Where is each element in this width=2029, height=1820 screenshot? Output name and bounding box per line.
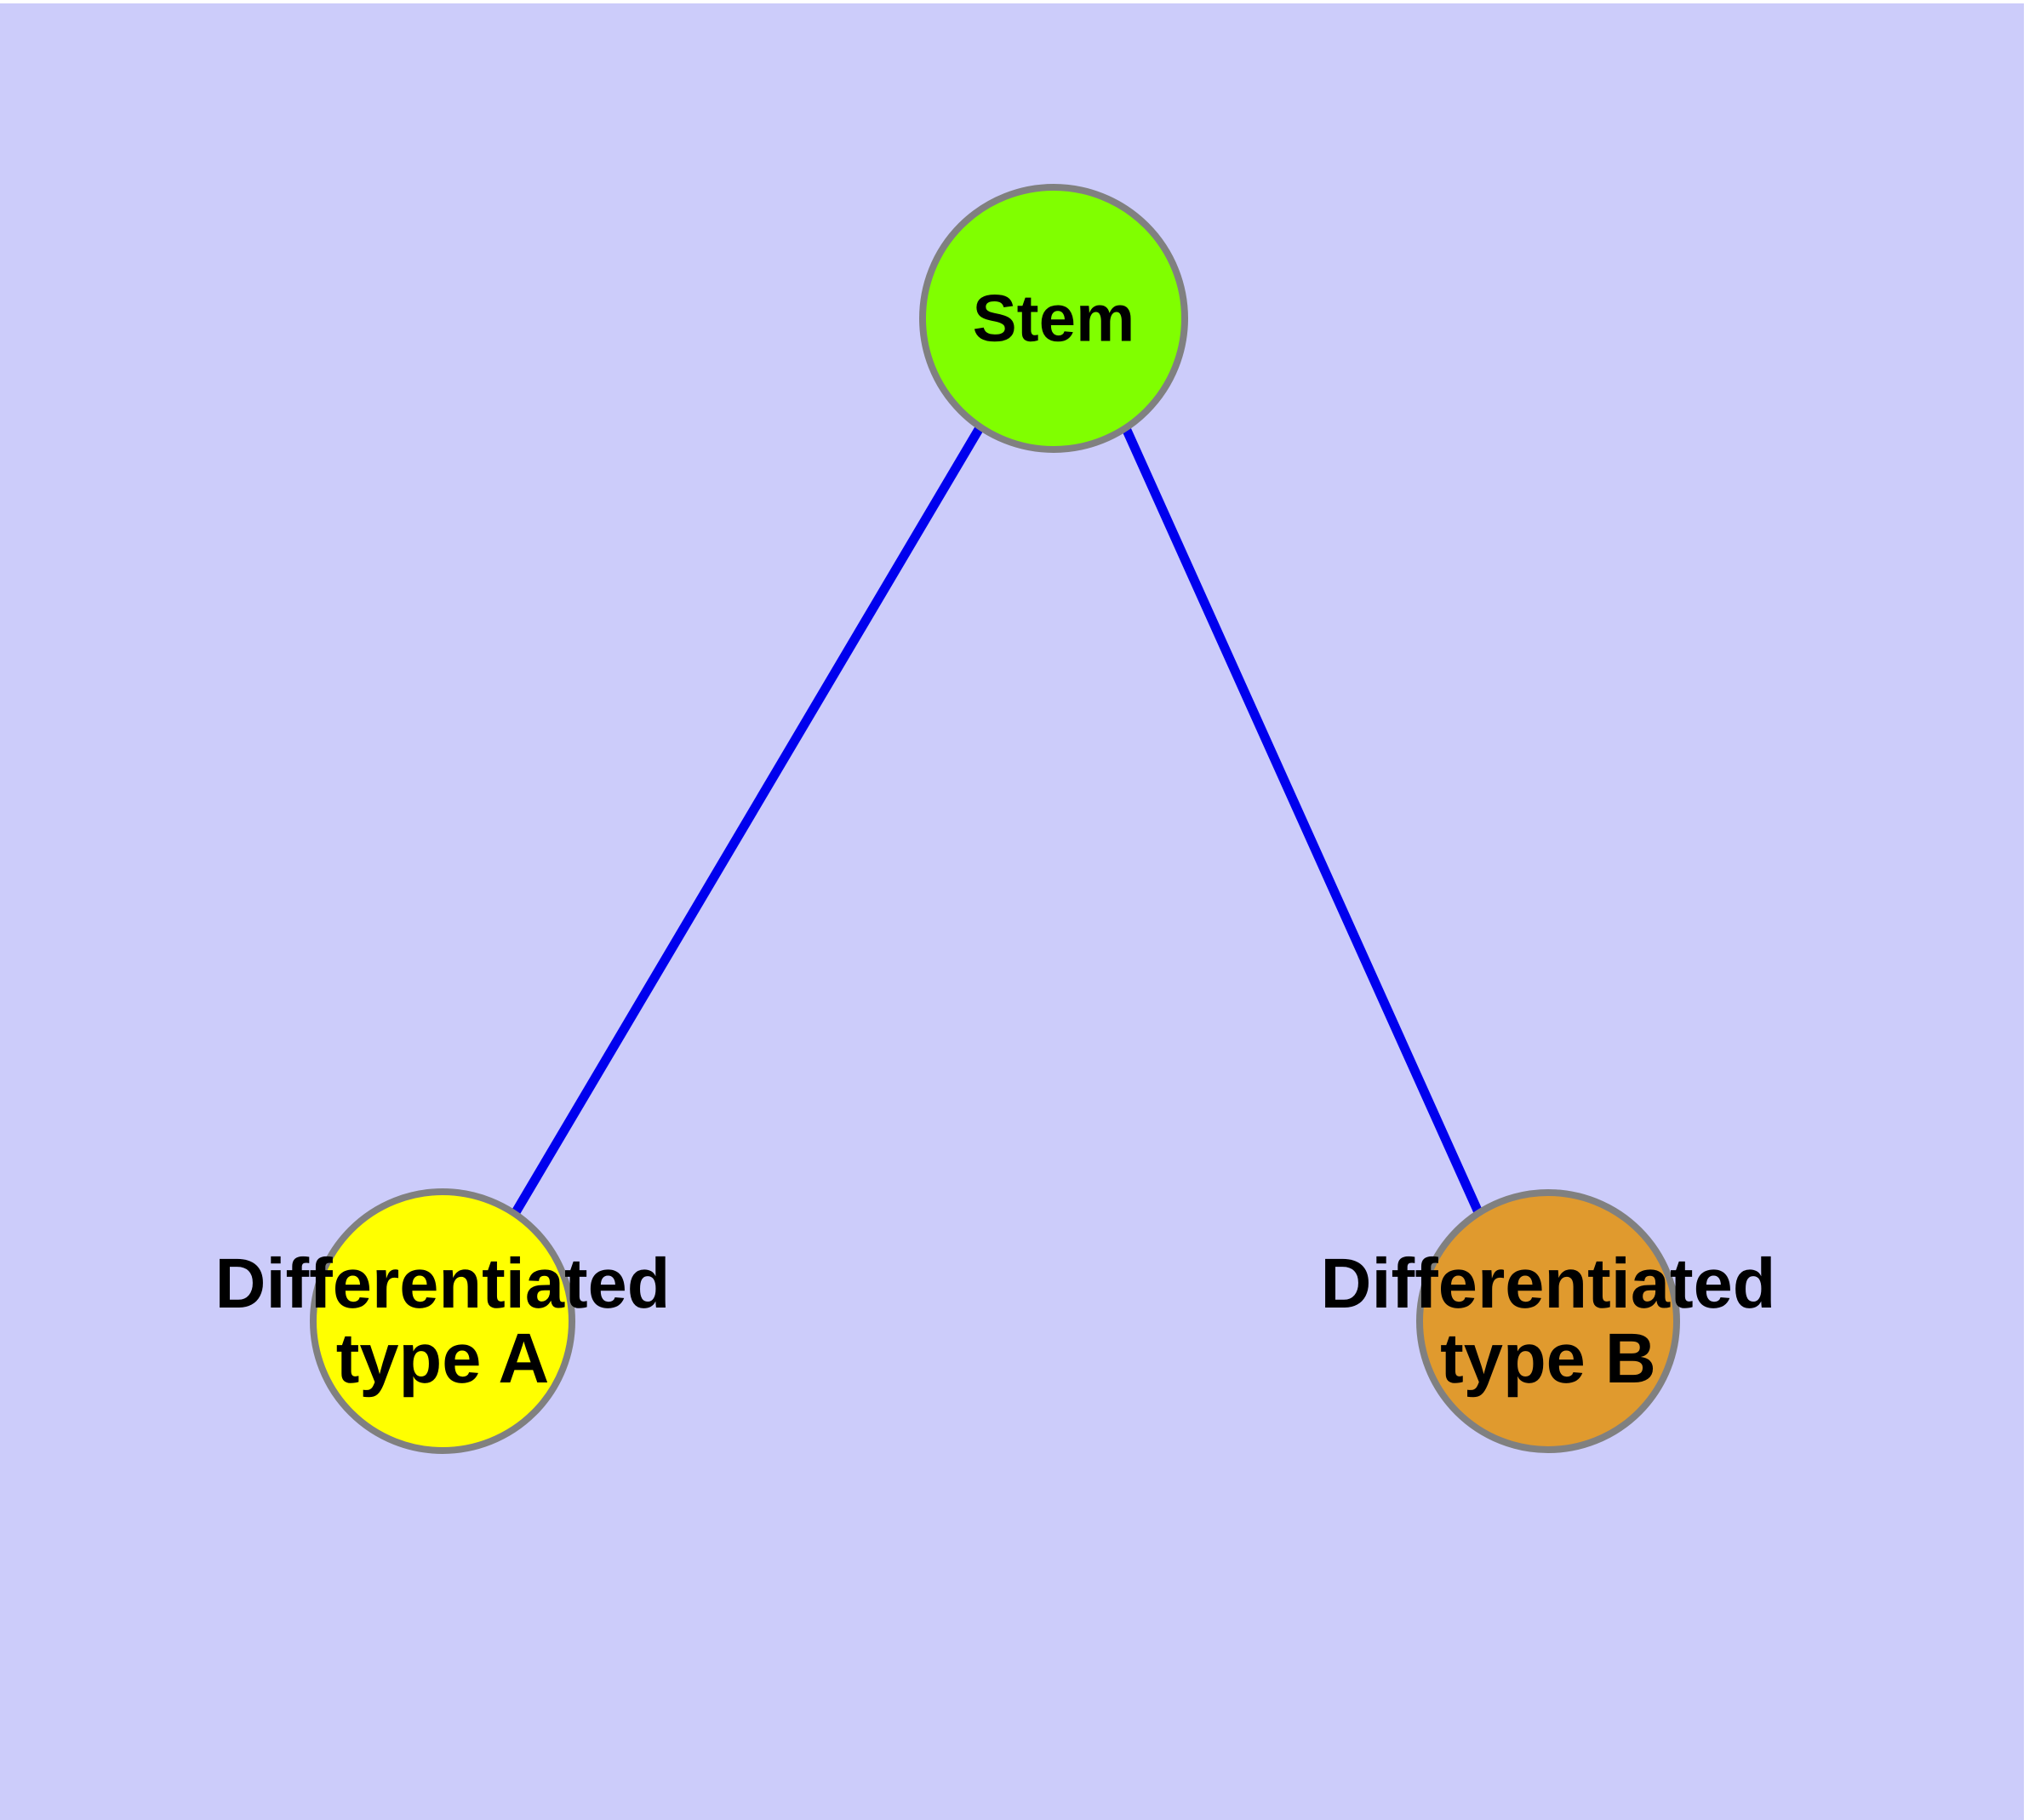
node-circle-diff-type-b[interactable] (1416, 1189, 1680, 1453)
edge-layer (512, 424, 1483, 1215)
node-layer (310, 184, 1680, 1454)
node-circle-stem[interactable] (919, 184, 1188, 453)
edge-stem-to-type-a[interactable] (512, 424, 985, 1215)
node-circle-diff-type-a[interactable] (310, 1188, 575, 1454)
edge-stem-to-type-b[interactable] (1120, 424, 1483, 1215)
